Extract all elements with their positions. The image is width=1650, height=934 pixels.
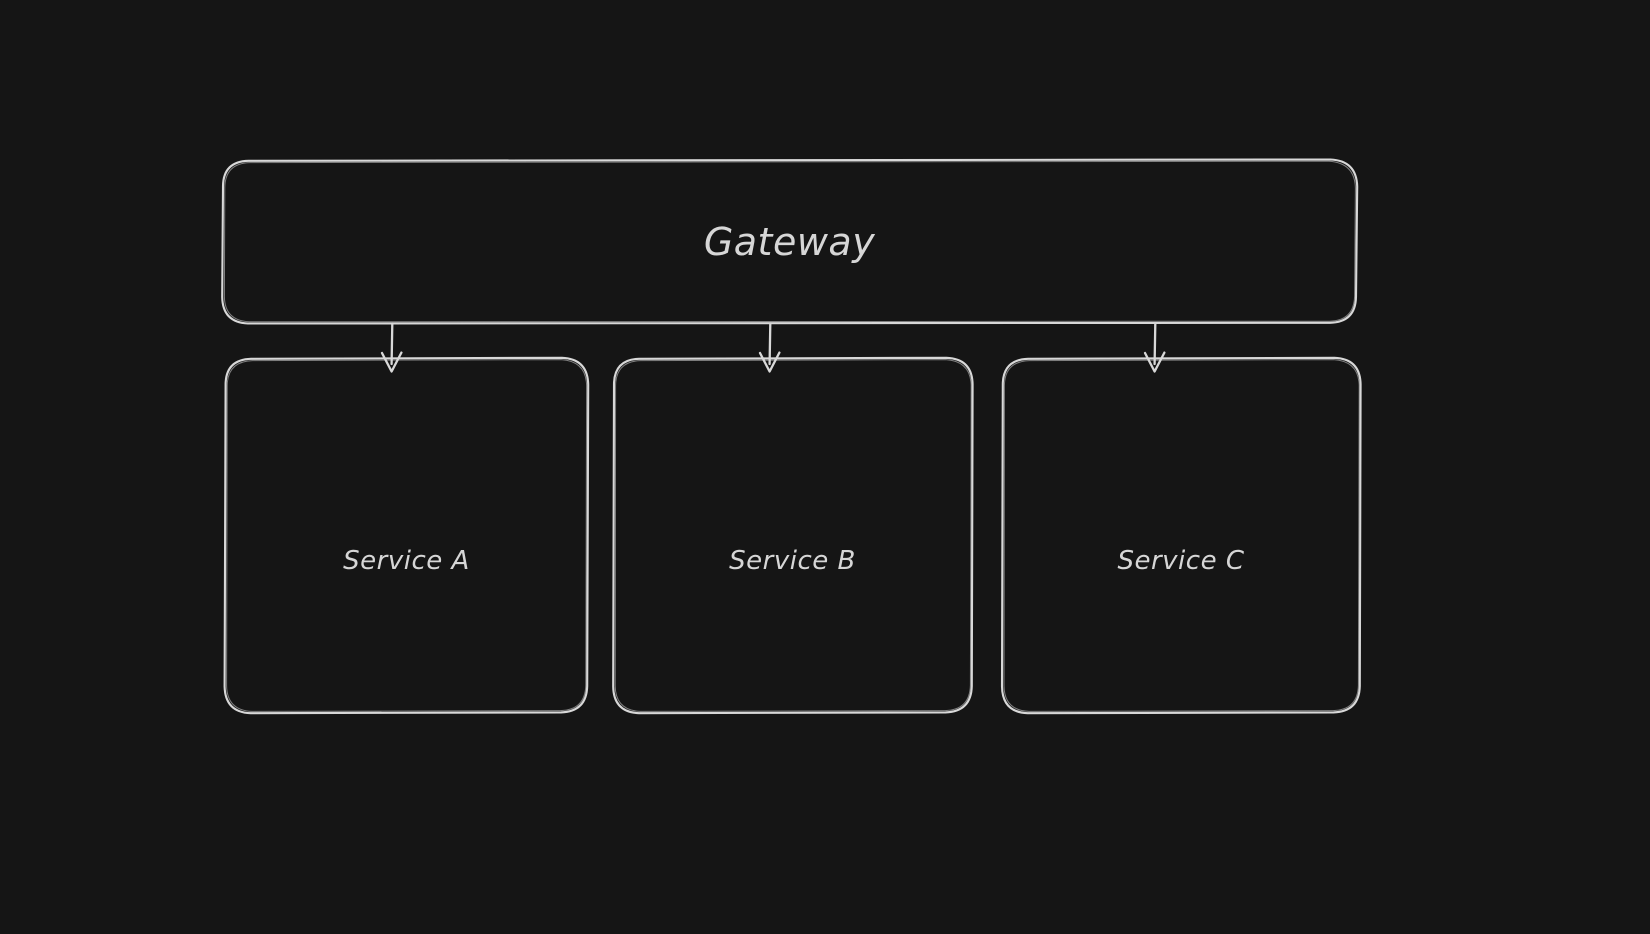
service-c-node-label: Service C: [1117, 546, 1245, 576]
service-a-node-shape[interactable]: [223, 356, 590, 715]
gateway-box-outline-sketch: [223, 160, 1356, 323]
service-b-node-label: Service B: [729, 546, 856, 576]
gateway-node-label: Gateway: [703, 220, 876, 264]
service-c-box-outline-sketch: [1003, 359, 1360, 712]
service-a-box-outline-sketch: [226, 359, 588, 712]
service-a-node-label: Service A: [343, 546, 470, 576]
edge-gateway-service-b-line: [768, 322, 772, 366]
edge-gateway-service-b[interactable]: [758, 322, 781, 373]
edge-gateway-service-b-arrowhead: [758, 351, 781, 373]
service-c-node-shape[interactable]: [1000, 356, 1362, 715]
service-b-node-shape[interactable]: [612, 356, 974, 715]
edge-gateway-service-a[interactable]: [380, 322, 403, 373]
gateway-box-outline[interactable]: [221, 158, 1359, 325]
edge-gateway-service-a-line: [390, 322, 394, 366]
edge-gateway-service-c[interactable]: [1143, 322, 1166, 373]
service-b-box-outline-sketch: [614, 359, 972, 712]
edge-gateway-service-c-line: [1153, 322, 1157, 366]
gateway-node-shape[interactable]: [221, 158, 1359, 325]
service-c-box-outline[interactable]: [1000, 356, 1362, 715]
edge-gateway-service-c-arrowhead: [1143, 351, 1166, 373]
edge-gateway-service-a-arrowhead: [380, 351, 403, 373]
service-a-box-outline[interactable]: [223, 356, 590, 715]
service-b-box-outline[interactable]: [612, 356, 974, 715]
